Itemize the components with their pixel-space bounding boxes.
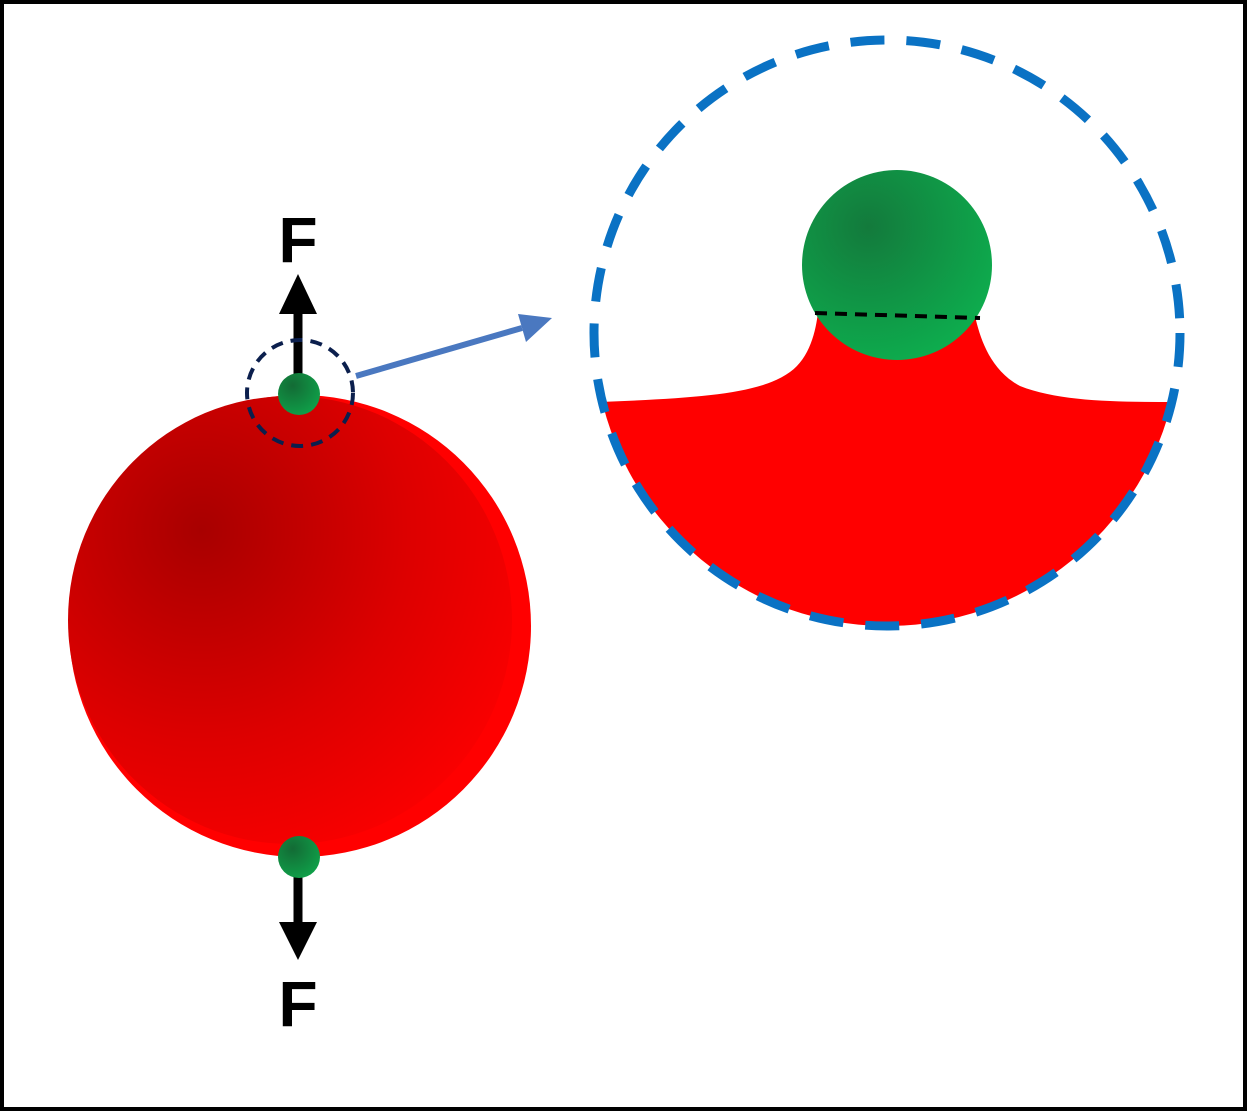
top-particle	[278, 373, 320, 415]
zoom-circle	[589, 35, 1185, 631]
zoomed-particle	[802, 170, 992, 360]
zoom-pointer-arrow	[355, 314, 552, 379]
arrow-down-icon	[279, 922, 317, 960]
droplet	[68, 395, 531, 857]
top-force-arrow	[279, 274, 317, 378]
zoomed-droplet	[600, 312, 1175, 626]
arrow-right-icon	[518, 314, 552, 342]
bottom-force-label: F	[278, 968, 317, 1040]
arrow-up-icon	[279, 274, 317, 314]
bottom-force-arrow	[279, 870, 317, 960]
zoom-inset	[589, 35, 1185, 631]
bottom-particle	[278, 836, 320, 878]
highlight-circle	[245, 338, 355, 448]
contact-line	[814, 311, 981, 320]
top-force-label: F	[278, 204, 317, 276]
